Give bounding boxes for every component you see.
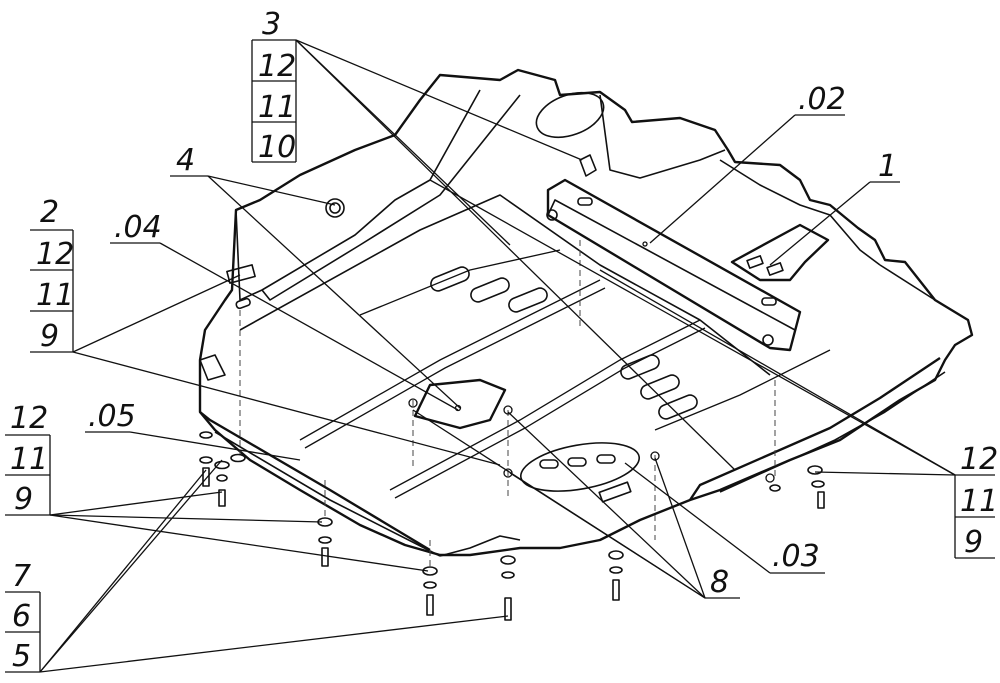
fasteners [199,398,825,621]
callout-left: 2 12 11 9 [30,195,74,354]
callout-bottom-left-label: 9 [14,482,33,517]
callout-fasteners-label: 6 [12,599,31,634]
callout-right: 12 11 9 [954,442,998,560]
skid-plate [198,68,974,557]
cross-bracket [546,178,802,352]
callout-top-label: 10 [258,130,296,165]
callout-top-label: 12 [258,49,296,84]
callout-bottom-left-label: 11 [10,442,48,477]
part-03-label: .03 [772,539,820,574]
callout-left-label: 12 [36,237,74,272]
part-02-label: .02 [798,82,846,117]
part-1-bracket [730,223,830,282]
callout-fasteners: 7 6 5 [5,559,41,674]
callout-top-label: 3 [262,7,281,42]
callout-left-label: 9 [40,319,59,354]
callout-bottom-left: 12 11 9 [5,401,51,517]
part-8-label: 8 [710,565,729,600]
callout-fasteners-label: 5 [12,639,31,674]
part-04-label: .04 [114,210,162,245]
part-3-pin [579,154,597,177]
part-05-label: .05 [88,399,136,434]
callout-top-label: 11 [258,90,296,125]
callout-fasteners-label: 7 [12,559,31,594]
callout-right-label: 9 [964,525,983,560]
callout-top: 3 12 11 10 [251,7,297,165]
callout-right-label: 12 [960,442,998,477]
leader-lines [5,39,995,673]
callout-left-label: 2 [40,195,59,230]
callout-left-label: 11 [36,278,74,313]
callout-right-label: 11 [960,484,998,519]
part-4-label: 4 [176,143,195,178]
hidden-lines [239,240,776,570]
part-1-label: 1 [878,149,897,184]
callout-bottom-left-label: 12 [10,401,48,436]
